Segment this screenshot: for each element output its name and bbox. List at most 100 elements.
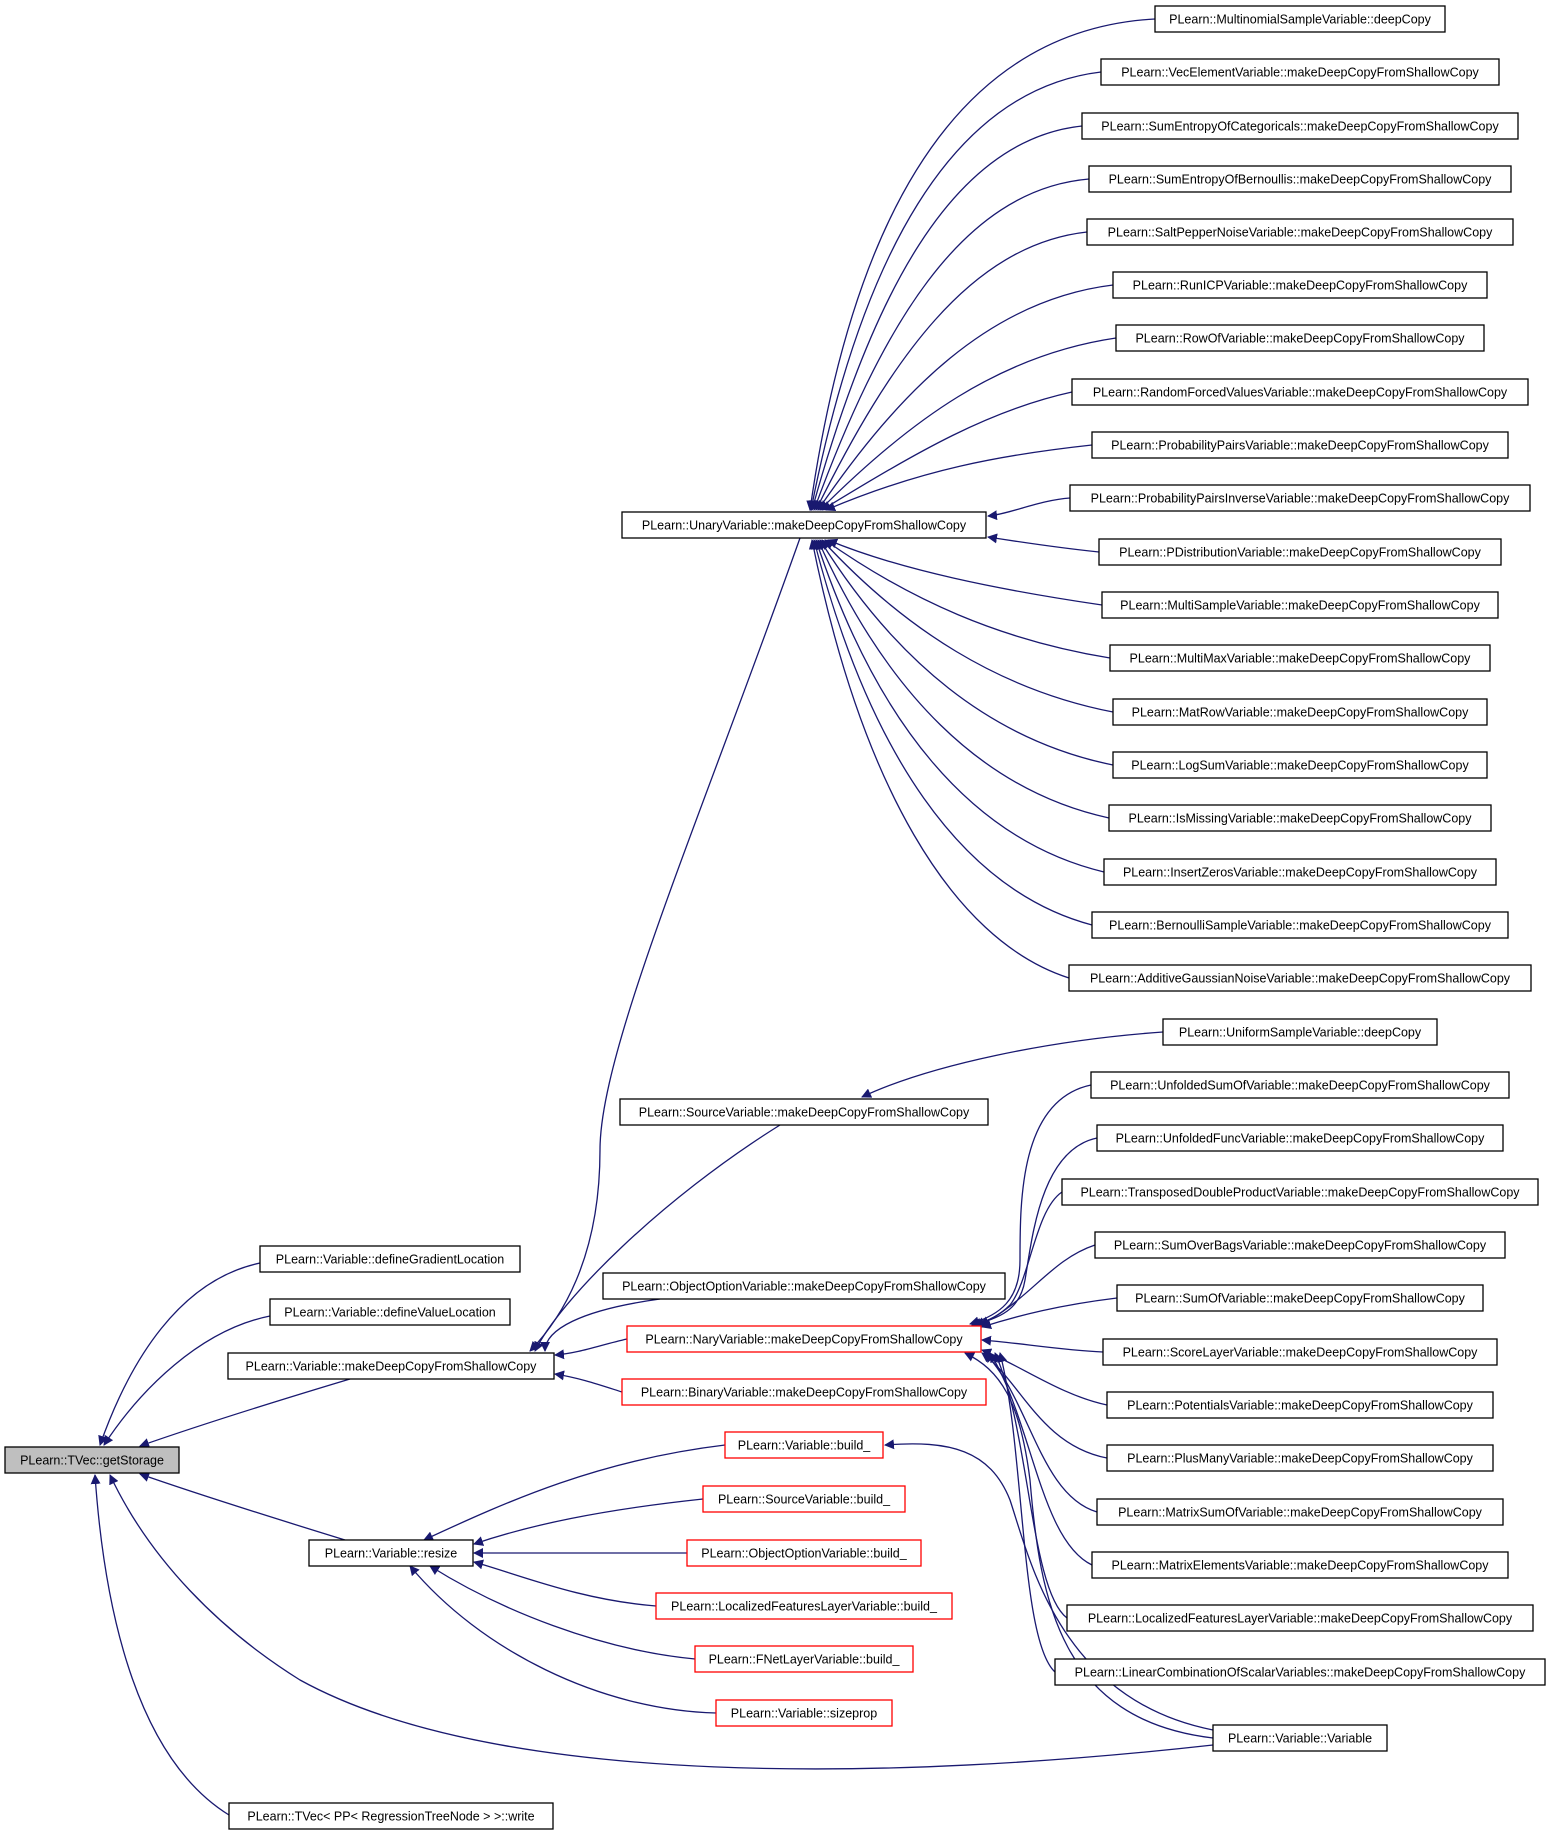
node-box (308, 1539, 474, 1567)
node-naryMakeDeepCopy[interactable]: PLearn::NaryVariable::makeDeepCopyFromSh… (626, 1325, 982, 1353)
node-unfoldedSumOf[interactable]: PLearn::UnfoldedSumOfVariable::makeDeepC… (1090, 1071, 1510, 1099)
node-sumEntropyBernoullis[interactable]: PLearn::SumEntropyOfBernoullis::makeDeep… (1088, 165, 1512, 193)
node-label: PLearn::SourceVariable::makeDeepCopyFrom… (639, 1106, 970, 1120)
node-box (1091, 1551, 1509, 1579)
edge-getStorage-tvecWrite (90, 1474, 230, 1816)
node-unaryMakeDeepCopy[interactable]: PLearn::UnaryVariable::makeDeepCopyFromS… (621, 511, 987, 539)
node-box (1061, 1178, 1539, 1206)
node-label: PLearn::ProbabilityPairsVariable::makeDe… (1111, 439, 1489, 453)
node-sizeprop[interactable]: PLearn::Variable::sizeprop (715, 1699, 893, 1727)
node-sumEntropyCategoricals[interactable]: PLearn::SumEntropyOfCategoricals::makeDe… (1081, 112, 1519, 140)
node-box (602, 1272, 1006, 1300)
node-label: PLearn::IsMissingVariable::makeDeepCopyF… (1129, 812, 1473, 826)
edge-unary-matRow (821, 539, 1114, 713)
node-box (1162, 1018, 1438, 1046)
node-sumOverBags[interactable]: PLearn::SumOverBagsVariable::makeDeepCop… (1094, 1231, 1506, 1259)
node-objectOptionMakeDeepCopy[interactable]: PLearn::ObjectOptionVariable::makeDeepCo… (602, 1272, 1006, 1300)
edge-nary-scoreLayer (981, 1335, 1104, 1353)
node-label: PLearn::LocalizedFeaturesLayerVariable::… (671, 1600, 938, 1614)
node-label: PLearn::PDistributionVariable::makeDeepC… (1119, 546, 1481, 560)
node-localizedMakeDeepCopy[interactable]: PLearn::LocalizedFeaturesLayerVariable::… (1066, 1604, 1534, 1632)
node-plusMany[interactable]: PLearn::PlusManyVariable::makeDeepCopyFr… (1106, 1444, 1494, 1472)
node-box (702, 1485, 906, 1513)
edge-unary-multinomial (806, 18, 1156, 511)
edge-getStorage-defineValueLocation (103, 1315, 271, 1446)
node-localizedBuild[interactable]: PLearn::LocalizedFeaturesLayerVariable::… (655, 1592, 953, 1620)
node-box (1101, 591, 1499, 619)
node-matRow[interactable]: PLearn::MatRowVariable::makeDeepCopyFrom… (1112, 698, 1488, 726)
edge-resize-fnetBuild (429, 1565, 696, 1660)
node-box (1103, 858, 1497, 886)
node-rowOf[interactable]: PLearn::RowOfVariable::makeDeepCopyFromS… (1115, 324, 1485, 352)
edge-source-uniformSample (861, 1031, 1164, 1098)
node-label: PLearn::Variable::defineGradientLocation (276, 1253, 504, 1267)
node-insertZeros[interactable]: PLearn::InsertZerosVariable::makeDeepCop… (1103, 858, 1497, 886)
node-label: PLearn::BernoulliSampleVariable::makeDee… (1109, 919, 1492, 933)
node-probabilityPairsInverse[interactable]: PLearn::ProbabilityPairsInverseVariable:… (1069, 484, 1531, 512)
node-box (619, 1098, 989, 1126)
node-isMissing[interactable]: PLearn::IsMissingVariable::makeDeepCopyF… (1108, 804, 1492, 832)
node-binaryMakeDeepCopy[interactable]: PLearn::BinaryVariable::makeDeepCopyFrom… (621, 1378, 987, 1406)
node-matrixSumOf[interactable]: PLearn::MatrixSumOfVariable::makeDeepCop… (1096, 1498, 1504, 1526)
node-variableCtor[interactable]: PLearn::Variable::Variable (1212, 1724, 1388, 1752)
node-unfoldedFunc[interactable]: PLearn::UnfoldedFuncVariable::makeDeepCo… (1096, 1124, 1504, 1152)
node-additiveGaussian[interactable]: PLearn::AdditiveGaussianNoiseVariable::m… (1068, 964, 1532, 992)
node-logSum[interactable]: PLearn::LogSumVariable::makeDeepCopyFrom… (1112, 751, 1488, 779)
node-variableMakeDeepCopy[interactable]: PLearn::Variable::makeDeepCopyFromShallo… (227, 1352, 555, 1380)
call-edges (90, 18, 1214, 1816)
node-defineGradientLocation[interactable]: PLearn::Variable::defineGradientLocation (259, 1245, 521, 1273)
node-label: PLearn::ObjectOptionVariable::build_ (701, 1547, 907, 1561)
node-box (1112, 271, 1488, 299)
node-objectOptionBuild[interactable]: PLearn::ObjectOptionVariable::build_ (686, 1539, 922, 1567)
edge-getStorage-variableMakeDeepCopy (139, 1378, 351, 1448)
node-fnetBuild[interactable]: PLearn::FNetLayerVariable::build_ (694, 1645, 914, 1673)
node-linearCombination[interactable]: PLearn::LinearCombinationOfScalarVariabl… (1054, 1658, 1546, 1686)
node-label: PLearn::MultiSampleVariable::makeDeepCop… (1120, 599, 1480, 613)
edge-unary-pDistribution (987, 533, 1100, 553)
node-box (1106, 1444, 1494, 1472)
node-label: PLearn::TVec< PP< RegressionTreeNode > >… (247, 1810, 534, 1824)
node-label: PLearn::NaryVariable::makeDeepCopyFromSh… (645, 1333, 963, 1347)
node-defineValueLocation[interactable]: PLearn::Variable::defineValueLocation (269, 1298, 511, 1326)
node-box (1116, 1284, 1484, 1312)
node-sourceBuild[interactable]: PLearn::SourceVariable::build_ (702, 1485, 906, 1513)
node-pDistribution[interactable]: PLearn::PDistributionVariable::makeDeepC… (1098, 538, 1502, 566)
node-potentials[interactable]: PLearn::PotentialsVariable::makeDeepCopy… (1106, 1391, 1494, 1419)
node-matrixElements[interactable]: PLearn::MatrixElementsVariable::makeDeep… (1091, 1551, 1509, 1579)
edge-nary-unfoldedSumOf (969, 1084, 1092, 1327)
node-label: PLearn::MultinomialSampleVariable::deepC… (1169, 13, 1431, 27)
node-label: PLearn::FNetLayerVariable::build_ (709, 1653, 901, 1667)
node-box (686, 1539, 922, 1567)
node-scoreLayer[interactable]: PLearn::ScoreLayerVariable::makeDeepCopy… (1102, 1338, 1498, 1366)
node-saltPepper[interactable]: PLearn::SaltPepperNoiseVariable::makeDee… (1086, 218, 1514, 246)
node-label: PLearn::SumOverBagsVariable::makeDeepCop… (1114, 1239, 1487, 1253)
node-label: PLearn::UniformSampleVariable::deepCopy (1179, 1026, 1422, 1040)
node-sourceMakeDeepCopy[interactable]: PLearn::SourceVariable::makeDeepCopyFrom… (619, 1098, 989, 1126)
node-label: PLearn::PotentialsVariable::makeDeepCopy… (1127, 1399, 1474, 1413)
node-resize[interactable]: PLearn::Variable::resize (308, 1539, 474, 1567)
edge-variableMakeDeepCopy-source (534, 1124, 781, 1352)
node-label: PLearn::PlusManyVariable::makeDeepCopyFr… (1127, 1452, 1474, 1466)
edge-unary-rowOf (819, 337, 1117, 511)
node-multiMax[interactable]: PLearn::MultiMaxVariable::makeDeepCopyFr… (1109, 644, 1491, 672)
node-probabilityPairs[interactable]: PLearn::ProbabilityPairsVariable::makeDe… (1091, 431, 1509, 459)
node-multiSample[interactable]: PLearn::MultiSampleVariable::makeDeepCop… (1101, 591, 1499, 619)
node-box (1115, 324, 1485, 352)
node-multinomialDeepCopy[interactable]: PLearn::MultinomialSampleVariable::deepC… (1154, 5, 1446, 33)
node-transposedDoubleProduct[interactable]: PLearn::TransposedDoubleProductVariable:… (1061, 1178, 1539, 1206)
node-tvecWrite[interactable]: PLearn::TVec< PP< RegressionTreeNode > >… (228, 1802, 554, 1830)
node-variableBuild[interactable]: PLearn::Variable::build_ (724, 1431, 884, 1459)
node-sumOf[interactable]: PLearn::SumOfVariable::makeDeepCopyFromS… (1116, 1284, 1484, 1312)
node-getStorage[interactable]: PLearn::TVec::getStorage (4, 1446, 180, 1474)
edge-unary-multiMax (824, 539, 1111, 659)
node-bernoulliSample[interactable]: PLearn::BernoulliSampleVariable::makeDee… (1091, 911, 1509, 939)
node-box (1054, 1658, 1546, 1686)
edge-variableMakeDeepCopy-unary (529, 537, 801, 1352)
node-uniformSampleDeepCopy[interactable]: PLearn::UniformSampleVariable::deepCopy (1162, 1018, 1438, 1046)
node-box (1108, 804, 1492, 832)
node-randomForced[interactable]: PLearn::RandomForcedValuesVariable::make… (1071, 378, 1529, 406)
node-box (1088, 165, 1512, 193)
node-runICP[interactable]: PLearn::RunICPVariable::makeDeepCopyFrom… (1112, 271, 1488, 299)
node-vecElement[interactable]: PLearn::VecElementVariable::makeDeepCopy… (1100, 58, 1500, 86)
